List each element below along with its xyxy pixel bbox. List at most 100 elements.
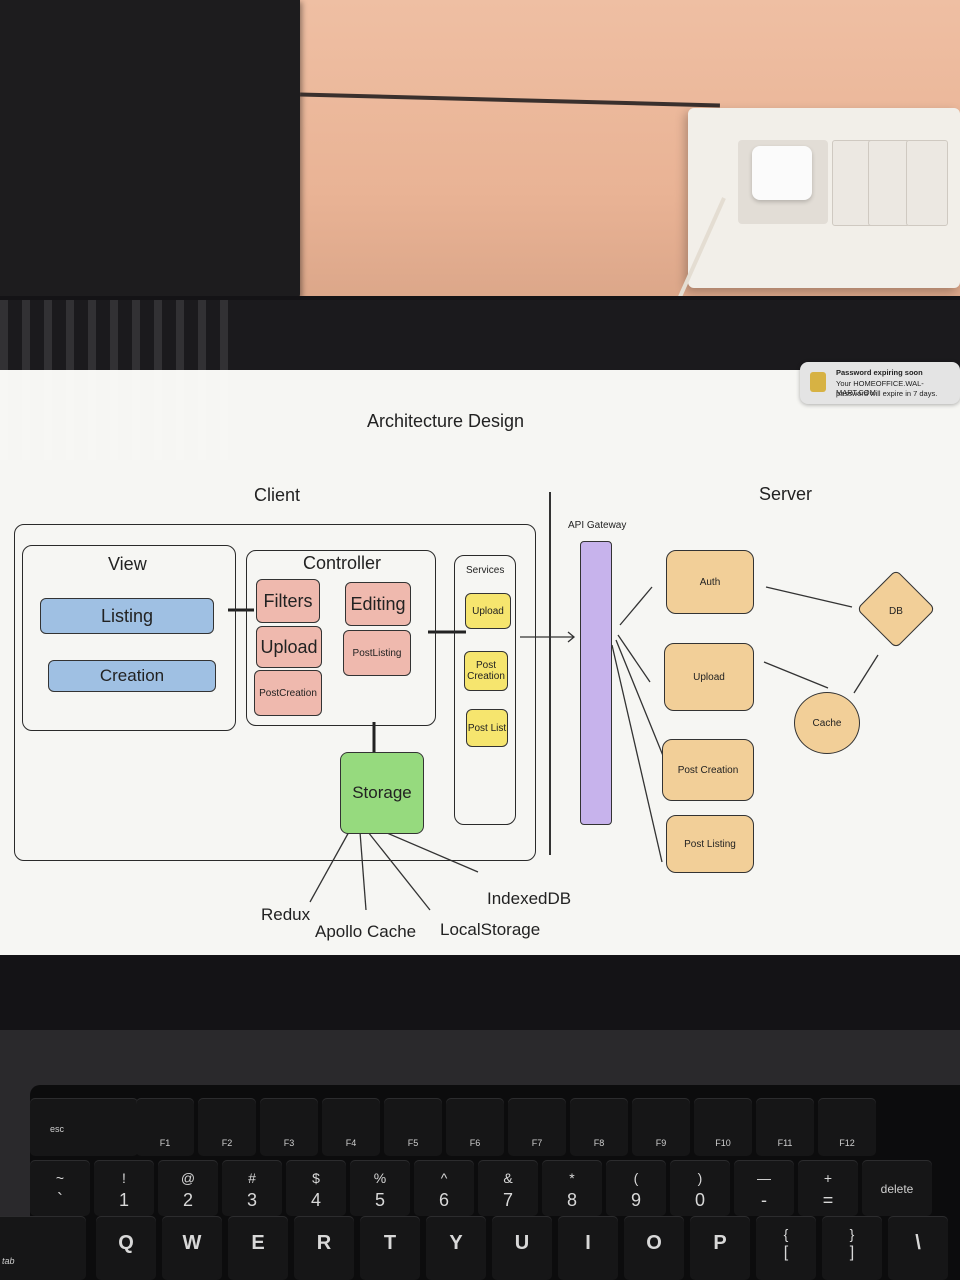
number-key-6[interactable]: ^6 <box>414 1160 474 1216</box>
number-key-11-top: — <box>757 1170 771 1186</box>
letter-key-7[interactable]: U <box>492 1216 552 1280</box>
number-key-5-top: % <box>373 1170 387 1186</box>
notification-toast[interactable]: Password expiring soon Your HOMEOFFICE.W… <box>800 362 960 404</box>
arrow-gateway-postcreation <box>615 639 669 769</box>
letter-key-9[interactable]: O <box>624 1216 684 1280</box>
number-key-10[interactable]: )0 <box>670 1160 730 1216</box>
letter-key-10-big: P <box>713 1232 727 1254</box>
letter-key-8-big: I <box>585 1232 591 1254</box>
letter-key-9-big: O <box>646 1232 662 1254</box>
number-key-9-bot: 9 <box>630 1190 641 1210</box>
number-key-11[interactable]: —- <box>734 1160 794 1216</box>
letter-key-8[interactable]: I <box>558 1216 618 1280</box>
number-key-5[interactable]: %5 <box>350 1160 410 1216</box>
view-container <box>22 545 236 731</box>
letter-key-5[interactable]: T <box>360 1216 420 1280</box>
number-key-3-top: # <box>248 1170 256 1186</box>
controller-container <box>246 550 436 726</box>
fn-key-9[interactable]: F9 <box>632 1098 690 1156</box>
arrowhead <box>567 631 576 643</box>
letter-key-1[interactable]: Q <box>96 1216 156 1280</box>
number-key-7-bot: 7 <box>502 1190 513 1210</box>
controller-item-editing: Editing <box>345 582 411 626</box>
fn-key-4[interactable]: F4 <box>322 1098 380 1156</box>
letter-key-4-big: R <box>316 1232 332 1254</box>
letter-key-12[interactable]: }] <box>822 1216 882 1280</box>
number-key-8[interactable]: *8 <box>542 1160 602 1216</box>
fn-key-6[interactable]: F6 <box>446 1098 504 1156</box>
fn-key-9-lbl: F9 <box>655 1138 667 1148</box>
fn-key-11[interactable]: F11 <box>756 1098 814 1156</box>
lock-icon <box>810 372 826 392</box>
fn-key-0[interactable]: esc <box>30 1098 138 1156</box>
letter-key-2[interactable]: W <box>162 1216 222 1280</box>
server-node-postlisting: Post Listing <box>666 815 754 873</box>
controller-item-postlisting: PostListing <box>343 630 411 676</box>
arrow-storage-apollo <box>359 831 367 911</box>
external-monitor <box>0 0 300 300</box>
number-key-6-bot: 6 <box>438 1190 449 1210</box>
letter-key-3[interactable]: E <box>228 1216 288 1280</box>
number-key-12-top: + <box>823 1170 833 1186</box>
number-key-3[interactable]: #3 <box>222 1160 282 1216</box>
number-key-13-lbl: delete <box>880 1182 914 1196</box>
controller-item-upload: Upload <box>256 626 322 668</box>
fn-key-6-lbl: F6 <box>469 1138 481 1148</box>
view-label: View <box>108 554 147 574</box>
number-key-0-top: ~ <box>55 1170 65 1186</box>
fn-key-10[interactable]: F10 <box>694 1098 752 1156</box>
fn-key-12[interactable]: F12 <box>818 1098 876 1156</box>
number-key-9[interactable]: (9 <box>606 1160 666 1216</box>
fn-key-0-lbl: esc <box>50 1124 65 1134</box>
arrow-storage-indexeddb <box>379 829 479 873</box>
fn-key-1-lbl: F1 <box>159 1138 171 1148</box>
letter-key-13[interactable]: \ <box>888 1216 948 1280</box>
fn-key-2[interactable]: F2 <box>198 1098 256 1156</box>
letter-key-7-big: U <box>514 1232 530 1254</box>
fn-key-5[interactable]: F5 <box>384 1098 442 1156</box>
number-key-7[interactable]: &7 <box>478 1160 538 1216</box>
server-label: Server <box>759 484 813 504</box>
letter-key-6-big: Y <box>449 1232 463 1254</box>
server-node-upload: Upload <box>664 643 754 711</box>
letter-key-11[interactable]: {[ <box>756 1216 816 1280</box>
number-key-1[interactable]: !1 <box>94 1160 154 1216</box>
letter-key-13-big: \ <box>915 1232 921 1254</box>
notification-line2: password will expire in 7 days. <box>836 389 938 398</box>
fn-key-8[interactable]: F8 <box>570 1098 628 1156</box>
letter-key-0[interactable]: tab <box>0 1216 86 1280</box>
db-node-label: DB <box>889 606 903 617</box>
storage-target-redux: Redux <box>261 905 311 924</box>
number-key-0[interactable]: ~` <box>30 1160 90 1216</box>
number-key-6-top: ^ <box>440 1170 448 1186</box>
arrow-storage-localstorage <box>367 831 431 911</box>
storage-target-indexeddb: IndexedDB <box>487 889 572 908</box>
letter-key-4[interactable]: R <box>294 1216 354 1280</box>
number-key-4-top: $ <box>312 1170 320 1186</box>
fn-key-3[interactable]: F3 <box>260 1098 318 1156</box>
fn-key-7[interactable]: F7 <box>508 1098 566 1156</box>
number-key-10-top: ) <box>697 1170 703 1186</box>
letter-key-6[interactable]: Y <box>426 1216 486 1280</box>
letter-key-2-big: W <box>182 1232 202 1254</box>
number-key-2[interactable]: @2 <box>158 1160 218 1216</box>
wall-switch <box>868 140 910 226</box>
controller-label: Controller <box>303 553 382 573</box>
number-key-5-bot: 5 <box>374 1190 385 1210</box>
number-key-12[interactable]: += <box>798 1160 858 1216</box>
notification-title: Password expiring soon <box>836 368 923 377</box>
fn-key-1[interactable]: F1 <box>136 1098 194 1156</box>
storage-target-localstorage: LocalStorage <box>440 920 541 939</box>
number-key-8-bot: 8 <box>566 1190 577 1210</box>
service-item-postcreation: Post Creation <box>464 651 508 691</box>
letter-key-11-top: { <box>783 1226 789 1242</box>
screen-reflection <box>0 300 230 460</box>
fn-key-5-lbl: F5 <box>407 1138 419 1148</box>
number-key-4[interactable]: $4 <box>286 1160 346 1216</box>
arrow-upload-cache <box>763 661 829 689</box>
arrow-gateway-upload <box>617 634 651 683</box>
client-container <box>14 524 536 861</box>
number-key-13[interactable]: delete <box>862 1160 932 1216</box>
letter-key-10[interactable]: P <box>690 1216 750 1280</box>
wall-switch <box>906 140 948 226</box>
